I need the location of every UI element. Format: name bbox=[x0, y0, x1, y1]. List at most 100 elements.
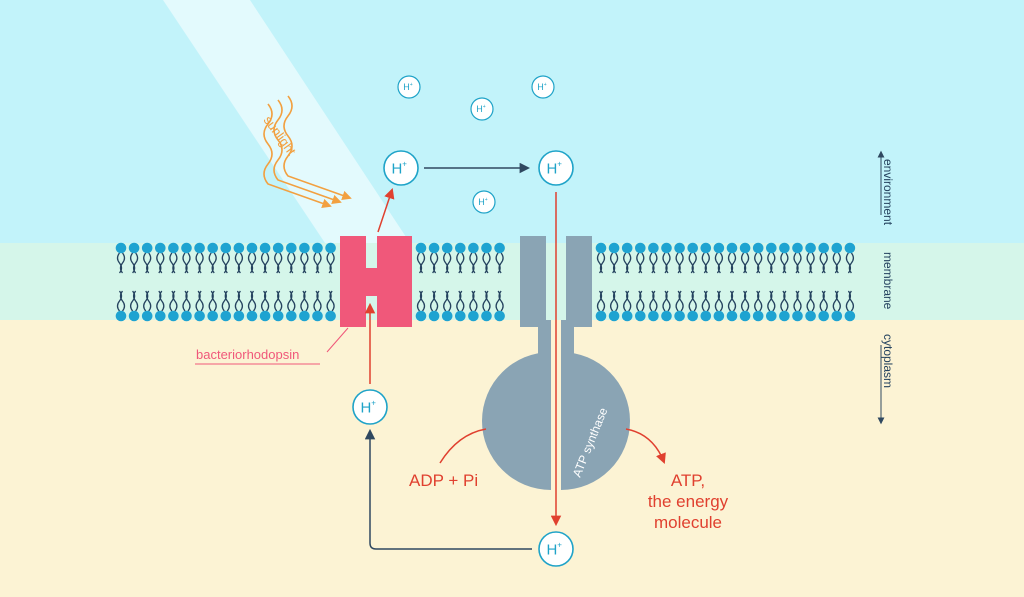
lipid-molecule bbox=[299, 290, 310, 322]
environment-label: environment bbox=[881, 159, 895, 226]
lipid-molecule bbox=[621, 290, 633, 322]
lipid-molecule bbox=[818, 242, 829, 274]
lipid-molecule bbox=[792, 290, 803, 322]
lipid-molecule bbox=[674, 242, 685, 274]
lipid-molecule bbox=[831, 290, 843, 322]
sunlight-wave bbox=[273, 99, 342, 204]
lipid-molecule bbox=[128, 242, 140, 274]
lipid-molecule bbox=[766, 242, 777, 274]
lipid-molecule bbox=[661, 242, 672, 274]
lipid-molecule bbox=[844, 242, 856, 274]
lipid-molecule bbox=[115, 290, 127, 322]
lipid-molecule bbox=[648, 242, 659, 274]
hydrogen-ion-label: H+ bbox=[403, 82, 413, 92]
lipid-molecule bbox=[155, 242, 166, 274]
lipid-molecule bbox=[481, 290, 492, 322]
lipid-molecule bbox=[726, 290, 738, 322]
lipid-molecule bbox=[155, 290, 166, 322]
lipid-molecule bbox=[805, 290, 816, 322]
hydrogen-ion: H+ bbox=[538, 150, 574, 186]
atp-label-line2: the energy bbox=[648, 492, 729, 511]
lipid-molecule bbox=[608, 290, 620, 322]
hydrogen-ion: H+ bbox=[470, 97, 494, 121]
lipid-molecule bbox=[752, 290, 764, 322]
hydrogen-ion: H+ bbox=[531, 75, 555, 99]
hydrogen-ion: H+ bbox=[472, 190, 496, 214]
atp-synthase-stalk-left bbox=[538, 320, 551, 360]
lipid-molecule bbox=[141, 290, 153, 322]
lipid-molecule bbox=[441, 242, 453, 274]
lipid-molecule bbox=[779, 242, 790, 274]
lipid-molecule bbox=[831, 242, 843, 274]
lipid-molecule bbox=[713, 290, 725, 322]
lipid-molecule bbox=[687, 290, 698, 322]
lipid-molecule bbox=[299, 242, 310, 274]
lipid-molecule bbox=[494, 242, 505, 274]
sunlight-waves bbox=[263, 103, 332, 208]
adp-pi-label: ADP + Pi bbox=[409, 471, 478, 490]
lipid-molecule bbox=[194, 242, 205, 274]
lipid-molecule bbox=[792, 242, 803, 274]
lipid-molecule bbox=[168, 242, 179, 274]
hydrogen-ion: H+ bbox=[352, 389, 388, 425]
arrow-atp-output bbox=[625, 428, 666, 464]
hydrogen-ion-label: H+ bbox=[476, 104, 486, 114]
membrane-label: membrane bbox=[881, 252, 895, 310]
arrow-bacteriorhodopsin-to-ion bbox=[377, 188, 395, 233]
lipid-molecule bbox=[312, 290, 323, 322]
lipid-molecule bbox=[661, 290, 672, 322]
hydrogen-ion-label: H+ bbox=[478, 197, 488, 207]
lipid-molecule bbox=[700, 242, 712, 274]
atp-synthase-head-left bbox=[482, 352, 551, 490]
lipid-molecule bbox=[441, 290, 453, 322]
lipid-molecule bbox=[726, 242, 738, 274]
lipid-molecule bbox=[128, 290, 140, 322]
lipid-molecule bbox=[312, 242, 323, 274]
sunlight-wave bbox=[283, 95, 352, 200]
lipid-molecule bbox=[272, 242, 284, 274]
lipid-molecule bbox=[687, 242, 698, 274]
atp-label-line3: molecule bbox=[654, 513, 722, 532]
lipid-molecule bbox=[805, 242, 816, 274]
lipid-molecule bbox=[428, 290, 440, 322]
lipid-molecule bbox=[455, 290, 466, 322]
lipid-molecule bbox=[168, 290, 179, 322]
lipid-molecule bbox=[233, 242, 245, 274]
lipid-molecule bbox=[220, 242, 232, 274]
lipid-molecule bbox=[818, 290, 829, 322]
lipid-molecule bbox=[766, 290, 777, 322]
lipid-molecule bbox=[286, 290, 297, 322]
lipid-molecule bbox=[325, 242, 336, 274]
lipid-molecule bbox=[428, 242, 440, 274]
atp-synthase-protein bbox=[482, 236, 630, 490]
lipid-molecule bbox=[752, 242, 764, 274]
lipid-molecule bbox=[674, 290, 685, 322]
lipid-molecule bbox=[115, 242, 127, 274]
lipid-molecule bbox=[455, 242, 466, 274]
atp-synthase-left-channel bbox=[520, 236, 546, 327]
lipid-molecule bbox=[635, 290, 646, 322]
lipid-molecule bbox=[739, 242, 751, 274]
bacteriorhodopsin-label: bacteriorhodopsin bbox=[196, 347, 299, 362]
lipid-molecule bbox=[181, 242, 192, 274]
lipid-molecule bbox=[779, 290, 790, 322]
lipid-molecule bbox=[246, 242, 258, 274]
arrow-return-proton bbox=[364, 428, 532, 550]
lipid-molecule bbox=[325, 290, 336, 322]
hydrogen-ion-label: H+ bbox=[537, 82, 547, 92]
lipid-molecule bbox=[844, 290, 856, 322]
lipid-molecule bbox=[207, 290, 218, 322]
environment-region bbox=[0, 0, 1024, 243]
atp-synthase-head-right bbox=[561, 352, 630, 490]
lipid-molecule bbox=[700, 290, 712, 322]
lipid-molecule bbox=[621, 242, 633, 274]
lipid-molecule bbox=[141, 242, 153, 274]
lipid-molecule bbox=[259, 290, 271, 322]
atp-label-line1: ATP, bbox=[671, 471, 705, 490]
lipid-molecule bbox=[468, 290, 479, 322]
atp-synthase-stalk-right bbox=[561, 320, 574, 360]
hydrogen-ions: H+H+H+H+H+H+H+H+ bbox=[352, 75, 574, 567]
lipid-molecule bbox=[272, 290, 284, 322]
